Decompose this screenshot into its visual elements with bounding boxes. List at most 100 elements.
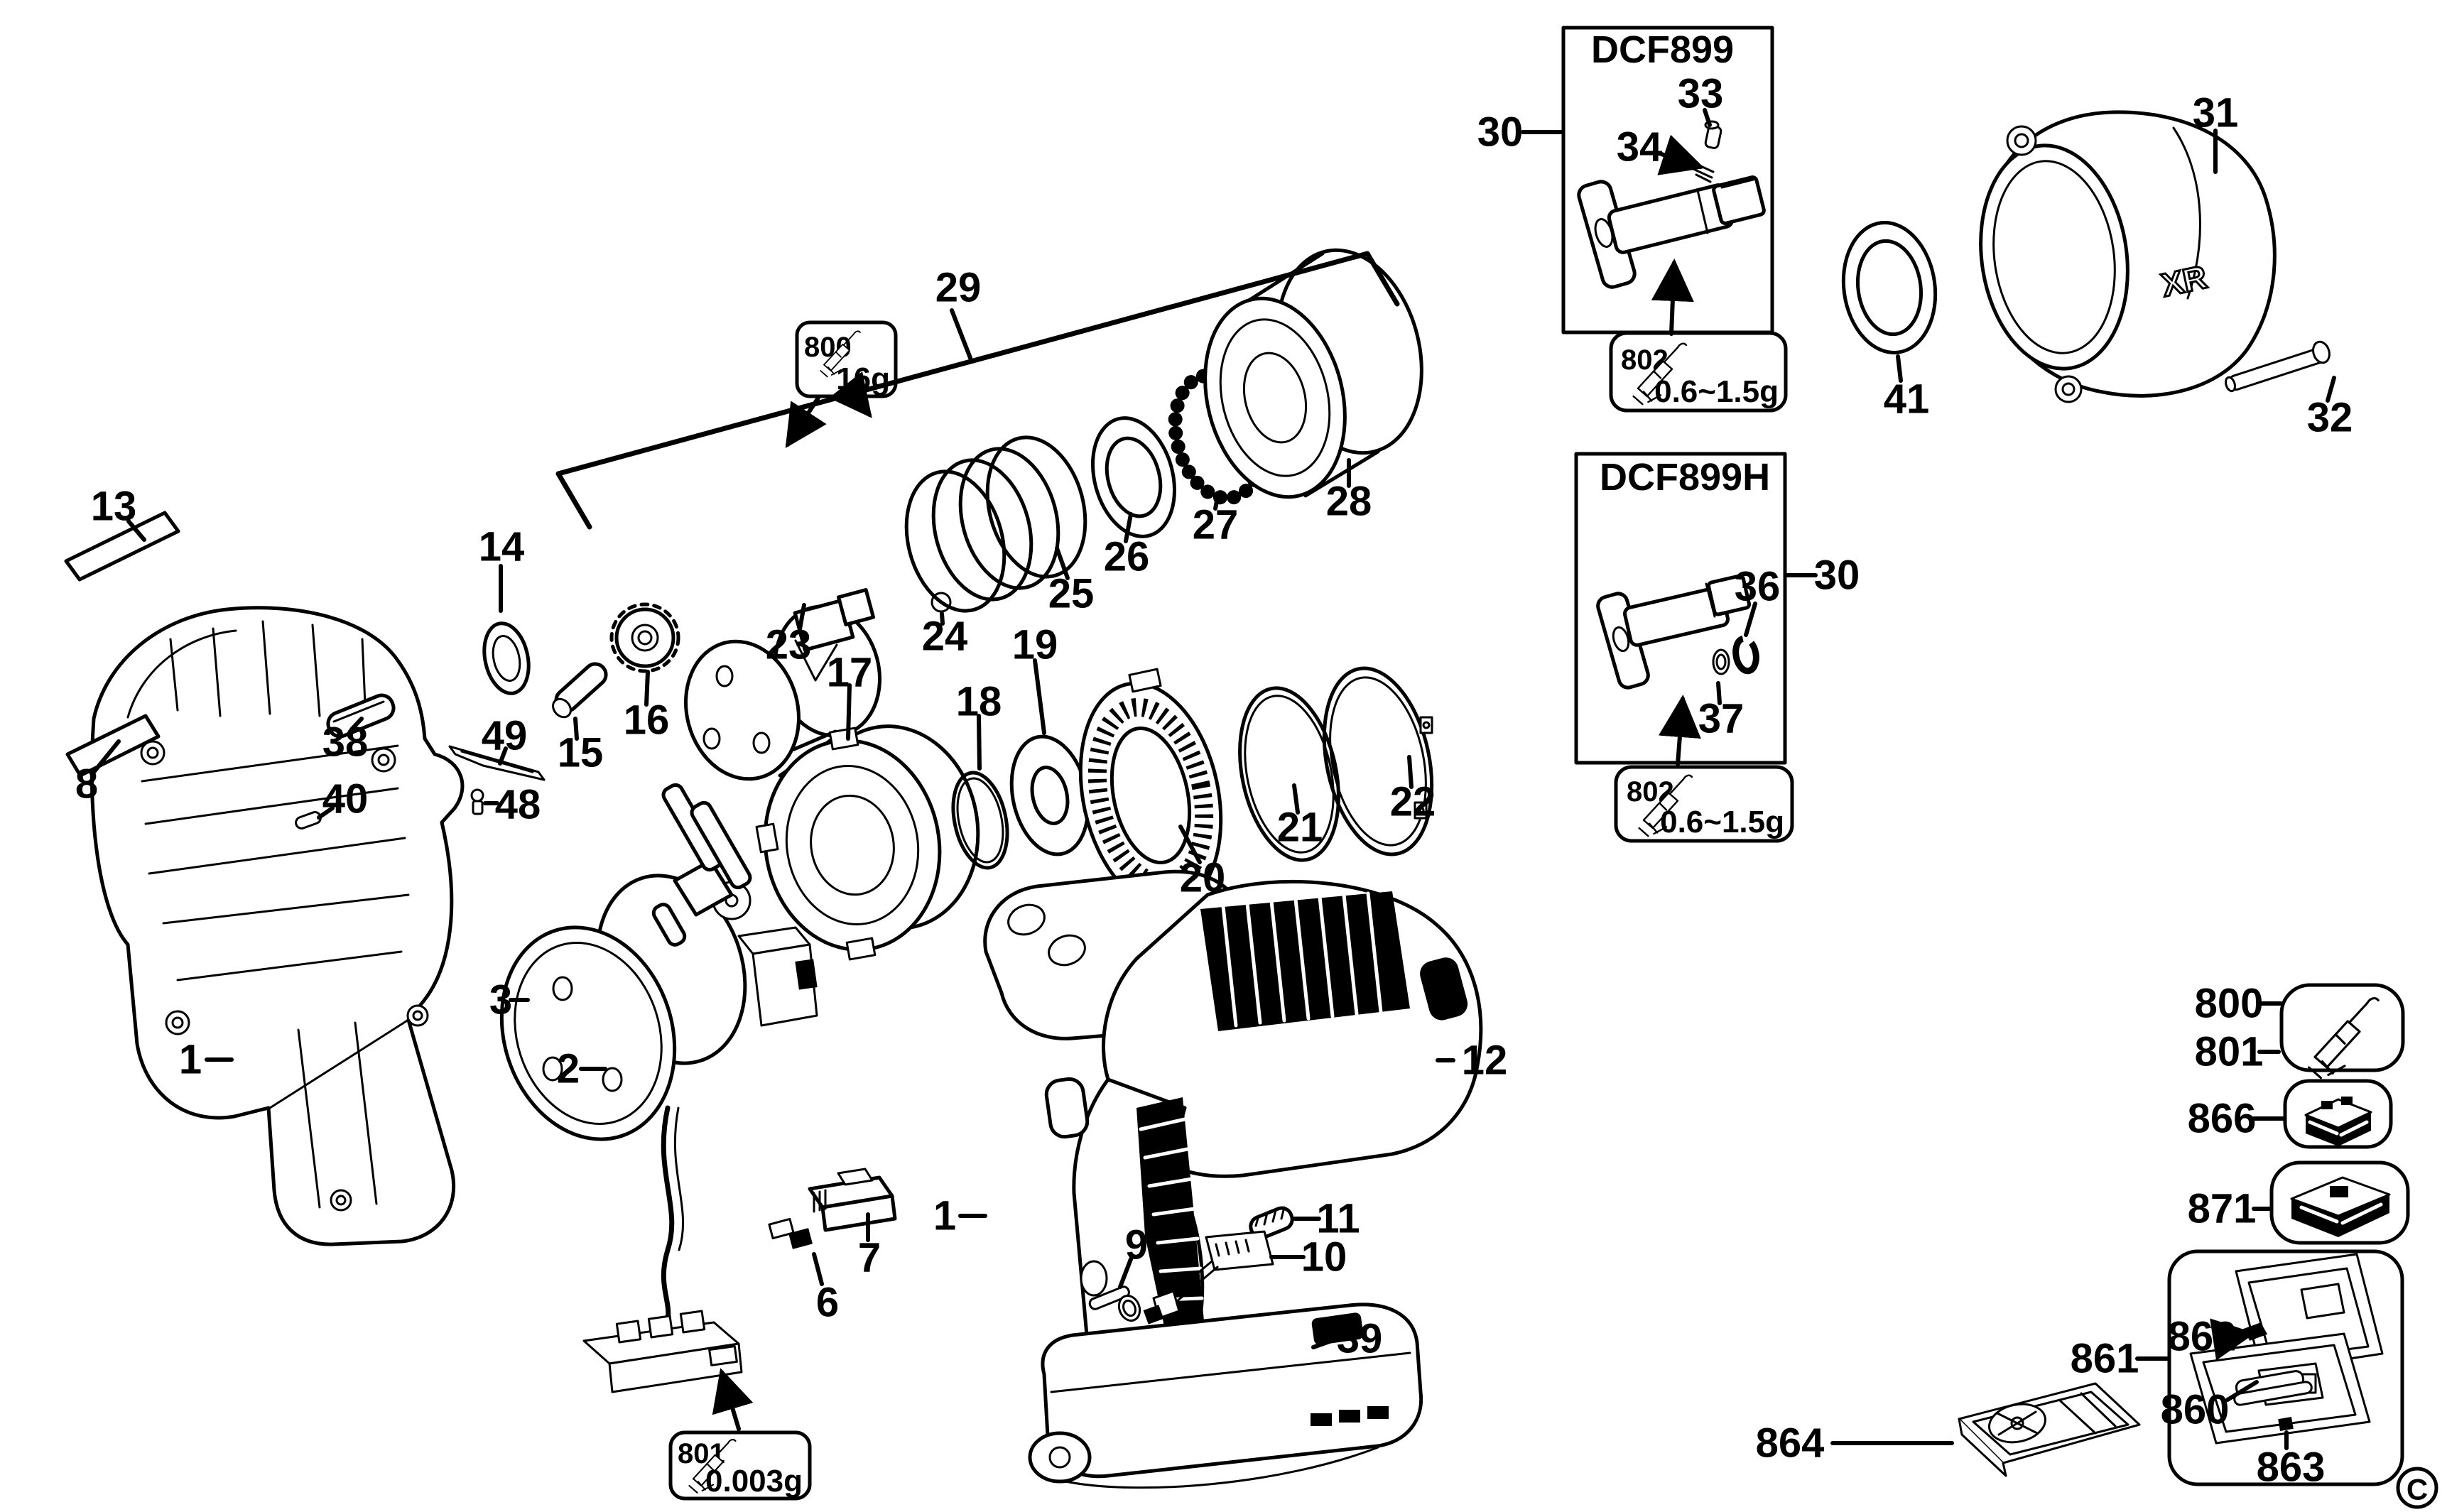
right-tool-body-drawing (983, 869, 1483, 1489)
warning-label-13-drawing (64, 511, 180, 582)
leader-line (812, 1252, 824, 1286)
part-callout-p40: 40 (322, 776, 369, 822)
part-callout-p866: 866 (2188, 1096, 2257, 1142)
hammer-case-17-drawing (755, 724, 980, 961)
variant-title-dcf899: DCF899 (1591, 28, 1734, 71)
leader-line (1213, 499, 1219, 511)
part-callout-p19: 19 (1012, 622, 1058, 668)
leader-line (1178, 825, 1202, 864)
leader-line (1311, 1338, 1335, 1349)
part-callout-p3: 3 (489, 977, 512, 1023)
leader-line (1651, 259, 1694, 336)
grease-label-801: 801 0.003g (668, 1430, 812, 1501)
kit-foot-863-drawing (2278, 1416, 2294, 1432)
leader-line (712, 1368, 754, 1431)
motor-assembly-2-drawing (499, 874, 818, 1393)
charger-icon (2290, 1176, 2391, 1237)
part-callout-p29: 29 (935, 265, 982, 311)
part-callout-p28: 28 (1326, 479, 1372, 525)
part-callout-p11: 11 (1316, 1196, 1360, 1242)
grease-label-800: 800 16g (795, 320, 898, 398)
part-callout-p14: 14 (479, 524, 525, 570)
part-callout-p1R: 1 (933, 1193, 956, 1239)
gear-16-drawing (609, 602, 680, 673)
leader-line (940, 611, 945, 626)
forward-reverse-button-38-drawing (326, 693, 396, 739)
leader-line (349, 717, 364, 731)
hammer-23-drawing (651, 588, 882, 947)
part-callout-p36: 36 (1735, 564, 1781, 610)
leader-lines-layer (92, 108, 2336, 1450)
part-callout-p7: 7 (858, 1235, 881, 1281)
detent-pin-48-drawing (470, 788, 484, 815)
leader-line (1033, 658, 1046, 735)
inlay-tray-864-drawing (1958, 1382, 2141, 1477)
part-callout-p861: 861 (2071, 1336, 2139, 1382)
hang-tag-10-drawing (1143, 1230, 1274, 1325)
part-callout-p30b: 30 (1814, 553, 1860, 599)
part-callout-p26: 26 (1104, 534, 1150, 580)
leader-line (2326, 376, 2336, 403)
ring-14-drawing (482, 621, 531, 695)
leader-line (1744, 602, 1757, 637)
accessory-charger-box (2269, 1160, 2410, 1245)
leader-line (317, 806, 335, 820)
part-callout-p800: 800 (2195, 981, 2264, 1027)
leader-line (785, 396, 827, 449)
bolt-32-drawing (2225, 340, 2331, 393)
part-callout-p860: 860 (2161, 1387, 2230, 1433)
part-callout-p18: 18 (956, 679, 1002, 725)
part-callout-p38: 38 (322, 719, 369, 766)
part-callout-p48: 48 (495, 782, 541, 828)
part-callout-p39: 39 (1337, 1316, 1383, 1362)
accessory-grease-box (2279, 983, 2405, 1079)
part-callout-p27: 27 (1193, 502, 1239, 548)
part-callout-p32: 32 (2307, 395, 2353, 441)
copyright-letter: C (2407, 1473, 2428, 1506)
washer-26-drawing (1090, 416, 1177, 538)
part-callout-p34: 34 (1617, 124, 1663, 170)
part-callout-p6: 6 (816, 1280, 839, 1326)
leader-line (1407, 755, 1414, 789)
leader-line (1292, 783, 1300, 815)
kit-box-icon (2189, 1253, 2384, 1445)
clip-6-drawing (768, 1217, 813, 1249)
part-callout-p2: 2 (557, 1046, 580, 1092)
grease-amount-801: 0.003g (705, 1464, 803, 1499)
leader-line (1658, 695, 1701, 766)
leader-line (1716, 681, 1722, 705)
leader-line (1657, 134, 1705, 175)
leader-line (1896, 354, 1903, 383)
leaf-spring-49-drawing (448, 745, 546, 781)
screw-9-drawing (1088, 1285, 1141, 1322)
o-ring-21-drawing (1238, 686, 1340, 862)
leader-line (828, 371, 872, 418)
part-callout-p41: 41 (1884, 376, 1930, 423)
switch-7-drawing (808, 1168, 897, 1232)
part-callout-p8: 8 (75, 761, 98, 807)
grease-amount-800: 16g (836, 361, 890, 396)
leader-line (2225, 1380, 2259, 1402)
accessory-battery-box (2283, 1079, 2393, 1149)
part-callout-p1L: 1 (179, 1037, 202, 1083)
part-callout-p10: 10 (1301, 1234, 1347, 1280)
part-callout-p25: 25 (1048, 571, 1095, 617)
part-callout-p15: 15 (558, 730, 604, 776)
leader-line (846, 683, 852, 741)
part-callout-p863: 863 (2257, 1445, 2326, 1491)
hammer-cup-28-drawing (1203, 248, 1423, 499)
part-callout-p24: 24 (922, 614, 968, 660)
leader-line (798, 603, 806, 631)
part-callout-p9: 9 (1125, 1222, 1148, 1268)
part-number-callouts-layer: 1381144948384032151623172418192526272829… (75, 71, 2353, 1491)
part-callout-p31: 31 (2193, 90, 2239, 136)
grip-cap-11-drawing (1249, 1206, 1294, 1240)
part-callout-p33: 33 (1678, 71, 1724, 117)
part-callout-p21: 21 (1277, 805, 1323, 851)
leader-line (950, 308, 972, 360)
part-callout-p801: 801 (2195, 1029, 2264, 1075)
grease-amount-802b: 0.6~1.5g (1660, 805, 1784, 839)
part-callout-p862: 862 (2168, 1314, 2237, 1360)
